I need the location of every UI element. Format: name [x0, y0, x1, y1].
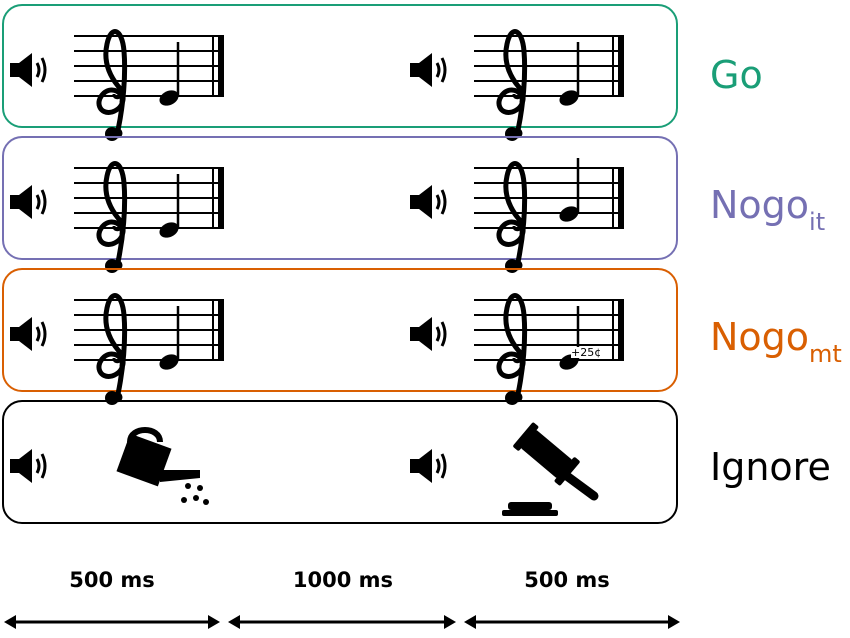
timeline-label-first-stimulus: 500 ms	[69, 568, 155, 592]
condition-label-ignore: Ignore	[710, 445, 831, 489]
speaker-icon	[408, 183, 447, 221]
pitch-shift-annotation: +25¢	[571, 346, 602, 359]
treble-clef-staff-icon	[473, 300, 625, 400]
speaker-icon	[8, 315, 47, 353]
trial-row-nogo-it	[2, 136, 678, 260]
speaker-icon	[408, 315, 447, 353]
timeline-arrow-first	[4, 615, 220, 629]
treble-clef-staff-icon	[473, 156, 625, 268]
speaker-icon	[8, 447, 47, 485]
speaker-icon	[408, 447, 447, 485]
timeline-label-second-stimulus: 500 ms	[524, 568, 610, 592]
gavel-icon	[502, 422, 599, 516]
timeline-label-interval: 1000 ms	[292, 568, 394, 592]
treble-clef-staff-icon	[73, 300, 225, 400]
timeline-arrow-interval	[228, 615, 456, 629]
watering-can-icon	[116, 427, 209, 505]
condition-label-go: Go	[710, 53, 763, 97]
trial-row-go	[2, 4, 678, 128]
timeline-arrows	[4, 615, 680, 629]
speaker-icon	[408, 51, 447, 89]
condition-label-nogo-it: Nogoit	[710, 183, 826, 236]
trial-row-ignore	[2, 400, 678, 524]
treble-clef-staff-icon	[73, 36, 225, 136]
trial-row-nogo-mt	[2, 268, 678, 392]
treble-clef-staff-icon	[473, 36, 625, 136]
timeline-arrow-second	[464, 615, 680, 629]
treble-clef-staff-icon	[73, 168, 225, 268]
speaker-icon	[8, 183, 47, 221]
condition-label-nogo-mt: Nogomt	[710, 315, 842, 368]
speaker-icon	[8, 51, 47, 89]
